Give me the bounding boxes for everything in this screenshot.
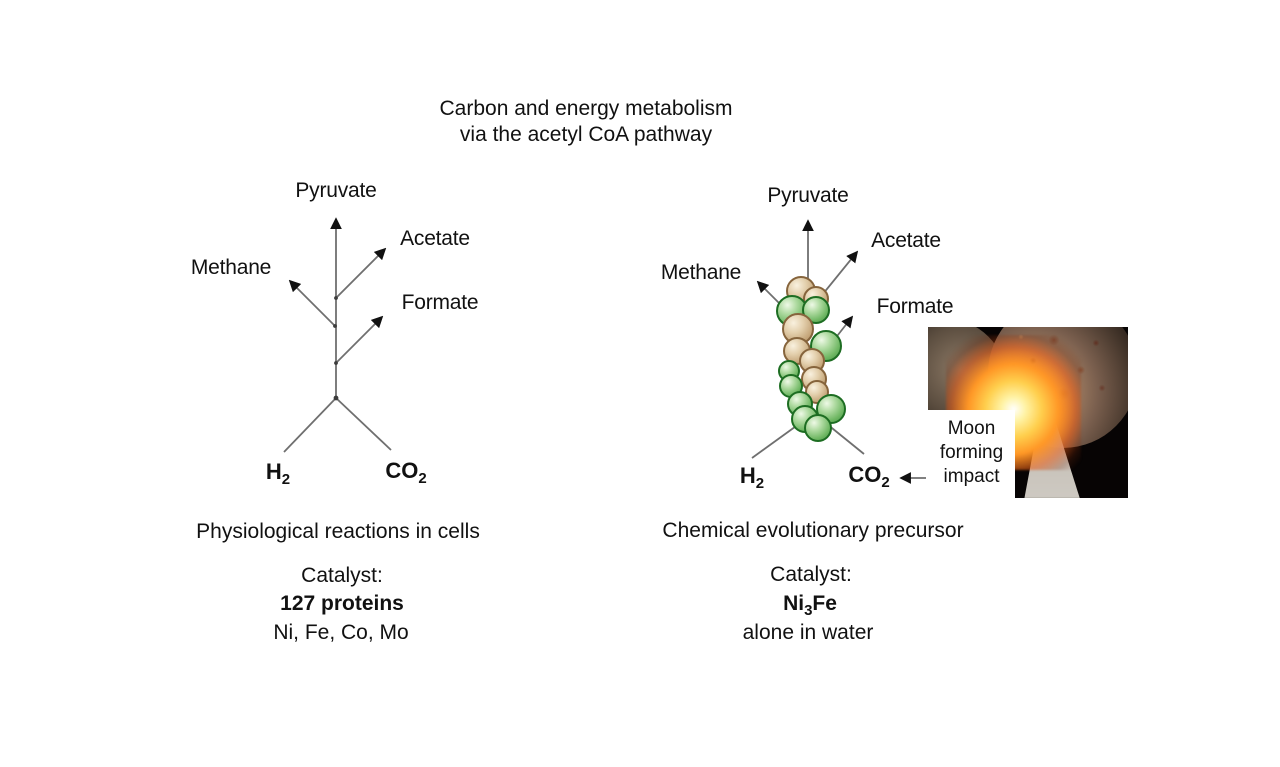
moon-caption-line: impact <box>943 466 1000 487</box>
left-label-formate: Formate <box>401 291 479 314</box>
left-catalyst-heading: Catalyst: <box>301 564 383 587</box>
right-label-methane: Methane <box>660 261 742 284</box>
moon-caption-line: forming <box>939 442 1004 463</box>
right-label-co2: CO2 <box>848 462 890 491</box>
left-label-h2: H2 <box>265 459 291 488</box>
right-label-pyruvate: Pyruvate <box>767 184 849 207</box>
left-label-acetate: Acetate <box>400 227 470 250</box>
slide-title-line1: Carbon and energy metabolism <box>439 97 733 120</box>
right-label-formate: Formate <box>876 295 954 318</box>
left-catalyst-name: 127 proteins <box>280 592 404 615</box>
left-arrow-acetate <box>335 247 387 299</box>
ni3fe-catalyst-cluster <box>776 276 846 442</box>
right-leg-h2 <box>751 423 800 459</box>
left-caption: Physiological reactions in cells <box>196 520 480 543</box>
left-label-pyruvate: Pyruvate <box>295 179 377 202</box>
left-pathway-tree <box>283 217 392 453</box>
right-caption: Chemical evolutionary precursor <box>662 519 964 542</box>
left-leg-co2 <box>335 397 392 451</box>
slide-title: Carbon and energy metabolism via the ace… <box>440 96 733 148</box>
left-label-co2: CO2 <box>385 458 427 487</box>
left-arrow-methane <box>288 279 336 327</box>
right-catalyst-detail: alone in water <box>742 621 874 644</box>
right-label-acetate: Acetate <box>871 229 941 252</box>
slide-title-line2: via the acetyl CoA pathway <box>459 123 713 146</box>
right-label-h2: H2 <box>739 463 765 492</box>
left-label-methane: Methane <box>190 256 272 279</box>
left-branch-nodes <box>333 296 339 401</box>
left-catalyst-detail: Ni, Fe, Co, Mo <box>273 621 409 644</box>
left-leg-h2 <box>283 397 337 453</box>
moon-caption-line: Moon <box>947 418 996 439</box>
right-catalyst-heading: Catalyst: <box>770 563 852 586</box>
moon-impact-image: Moon forming impact <box>928 327 1128 498</box>
right-catalyst-name: Ni3Fe <box>783 592 837 619</box>
moon-impact-caption: Moon forming impact <box>928 410 1015 498</box>
left-arrow-formate <box>335 315 384 364</box>
